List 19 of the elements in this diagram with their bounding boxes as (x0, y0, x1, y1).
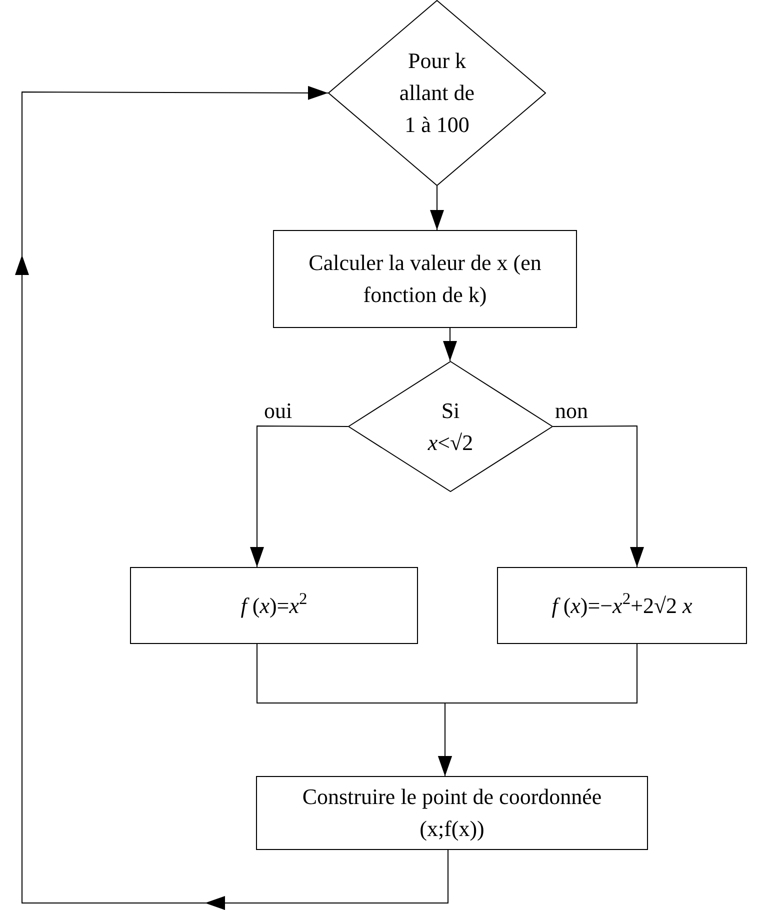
arrow (15, 86, 448, 910)
node-text: f (x)=−x$^{2}$+2√2 x (550, 590, 694, 620)
arrow (443, 328, 457, 362)
process-box (273, 230, 577, 328)
arrow (250, 426, 348, 568)
node-text: Si (440, 396, 461, 424)
process-box (130, 567, 418, 644)
arrow (552, 426, 644, 568)
decision-diamond (348, 361, 553, 492)
arrow (430, 186, 444, 230)
node-text: x<√2 (426, 428, 474, 456)
node-text: Pour k allant de 1 à 100 (398, 47, 476, 139)
node-text: Construire le point de coordonnée (x;f(x)) (301, 783, 603, 843)
arrow (438, 644, 638, 776)
decision-diamond (328, 0, 546, 186)
node-text: Calculer la valeur de x (en fonction de k) (308, 249, 542, 309)
process-box (256, 776, 648, 850)
process-box (497, 567, 747, 644)
node-text: f (x)=x$^{2}$ (240, 590, 308, 620)
